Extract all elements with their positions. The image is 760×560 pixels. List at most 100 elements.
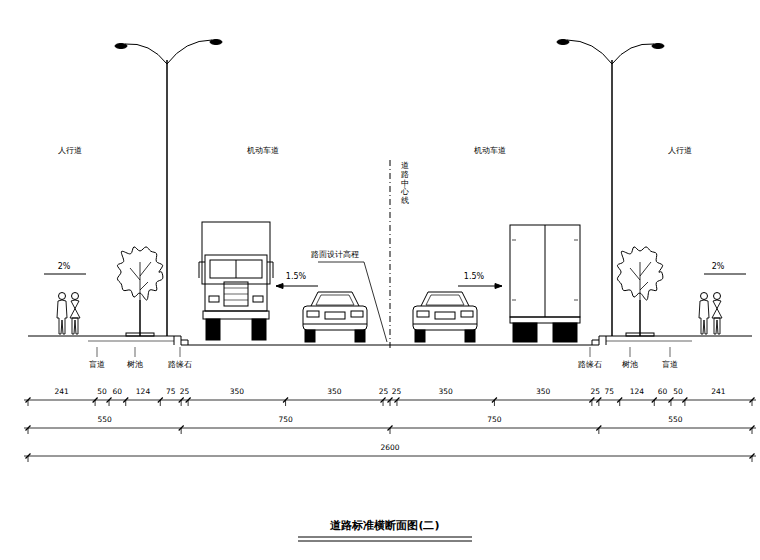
lamp-arm <box>125 44 167 64</box>
lamp-head <box>557 40 569 45</box>
lamp-pole <box>166 60 168 336</box>
note-leader <box>630 347 631 357</box>
dimension-tick <box>179 426 184 431</box>
dimension-tick <box>283 398 288 403</box>
truck-wheel <box>206 319 220 340</box>
truck-box <box>202 222 270 284</box>
truck-cab <box>205 255 267 311</box>
slope-arrowhead <box>276 284 283 289</box>
lamp-head <box>210 40 222 45</box>
part-name: 树池 <box>127 360 143 370</box>
car-window <box>426 295 464 305</box>
dimension-value: 124 <box>630 387 644 397</box>
car-window <box>316 295 354 305</box>
dimension-tick <box>186 398 191 403</box>
dimension-value: 550 <box>97 415 111 425</box>
truck-windshield <box>210 260 262 278</box>
lamp-head <box>652 44 664 49</box>
truck-rear-wheel <box>553 323 577 342</box>
part-name: 树池 <box>622 360 638 370</box>
car-light <box>417 311 429 317</box>
dimension-value: 75 <box>605 387 615 397</box>
car-wheel <box>305 330 315 342</box>
dimension-tick <box>668 398 673 403</box>
tree-pit <box>626 333 654 336</box>
centerline-label: 道路中心线 <box>401 162 409 206</box>
center-line <box>390 160 391 350</box>
lamp-arm <box>167 40 212 64</box>
dimension-value: 25 <box>180 387 190 397</box>
car-wheel <box>355 330 365 342</box>
lamp-arm <box>612 44 654 64</box>
title-underline <box>298 537 472 541</box>
person-head <box>59 293 66 300</box>
car-bumper <box>303 324 367 325</box>
truck-wheel <box>252 319 266 340</box>
dimension-value: 350 <box>536 387 550 397</box>
truck-rear-door <box>545 225 546 317</box>
car-wheel <box>415 330 425 342</box>
person-head <box>701 293 708 300</box>
tree-trunk <box>139 300 141 336</box>
dimension-value: 350 <box>327 387 341 397</box>
part-name: 机动车道 <box>474 146 506 156</box>
truck-light <box>253 296 263 302</box>
leader-line <box>318 262 387 342</box>
part-name: 盲道 <box>89 360 105 370</box>
part-name: 人行道 <box>58 146 82 156</box>
person-body <box>712 300 722 334</box>
slope-value: 1.5% <box>286 272 306 282</box>
part-name: 人行道 <box>668 146 692 156</box>
part-name: 路缘石 <box>578 360 602 370</box>
person-body <box>57 300 67 334</box>
lamp-arm <box>567 40 612 64</box>
car-light <box>461 311 473 317</box>
dimension-tick <box>596 398 601 403</box>
dimension-value: 750 <box>487 415 501 425</box>
person-body <box>70 300 80 334</box>
dimension-value: 60 <box>113 387 123 397</box>
truck-rear-wheel <box>513 323 537 342</box>
car-bumper <box>413 324 477 325</box>
dimension-value: 241 <box>711 387 725 397</box>
lamp-pole <box>611 60 613 336</box>
dimension-value: 241 <box>54 387 68 397</box>
dimension-tick <box>107 398 112 403</box>
slope-arrowhead <box>495 284 502 289</box>
dimension-value: 350 <box>230 387 244 397</box>
person-body <box>699 300 709 334</box>
truck-rear-bumper <box>510 317 580 323</box>
car-light <box>351 311 363 317</box>
truck-light <box>209 296 219 302</box>
tree-branches <box>130 262 151 300</box>
car-wheel <box>465 330 475 342</box>
dimension-value: 25 <box>591 387 601 397</box>
part-name: 路缘石 <box>168 360 192 370</box>
dimension-value: 60 <box>658 387 668 397</box>
note-leader <box>670 347 671 357</box>
slope-value: 2% <box>58 262 71 272</box>
dimension-tick <box>589 398 594 403</box>
tree-pit <box>126 333 154 336</box>
car-roof <box>421 292 469 306</box>
dimension-tick <box>617 398 622 403</box>
dimension-value: 124 <box>136 387 150 397</box>
note-leader <box>135 347 136 357</box>
part-name: 路面设计高程 <box>311 250 359 260</box>
note-leader <box>97 347 98 357</box>
dimension-value: 750 <box>278 415 292 425</box>
car-grille <box>325 312 345 319</box>
dimension-value: 25 <box>379 387 389 397</box>
slope-value: 1.5% <box>464 272 484 282</box>
dimension-tick <box>388 426 393 431</box>
person-head <box>714 293 721 300</box>
tree-trunk <box>639 300 641 336</box>
person-head <box>72 293 79 300</box>
car-grille <box>435 312 455 319</box>
dimension-tick <box>381 398 386 403</box>
dimension-value: 550 <box>668 415 682 425</box>
note-leader <box>180 347 181 357</box>
dimension-value: 50 <box>97 387 107 397</box>
dimension-tick <box>750 426 755 431</box>
